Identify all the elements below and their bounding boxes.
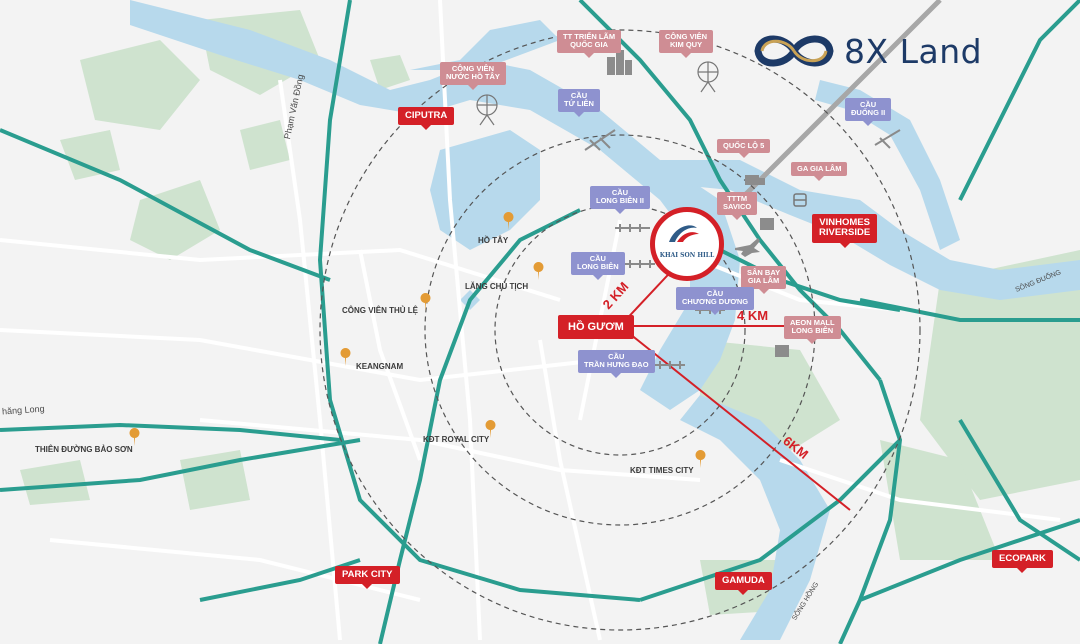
poi-pins (129, 212, 706, 468)
tag-cau-tu-lien: CẦU TỨ LIÊN (558, 89, 600, 116)
tag-cau-long-bien: CẦU LONG BIÊN (571, 252, 625, 279)
poi-ho-tay: HỒ TÂY (478, 236, 509, 245)
bridge-icons (584, 129, 901, 369)
project-marker: KHAI SON HILL (650, 207, 724, 281)
tag-cau-chuong-duong: CẦU CHƯƠNG DƯƠNG (676, 287, 755, 314)
infinity-logo-icon (754, 35, 834, 67)
tag-cau-long-bien-ii: CẦU LONG BIÊN II (590, 186, 650, 213)
tag-aeon-mall: AEON MALL LONG BIÊN (784, 316, 841, 343)
tag-tt-trien-lam: TT TRIỂN LÃM QUỐC GIA (557, 30, 622, 57)
project-name: KHAI SON HILL (659, 252, 715, 259)
tag-cv-kim-quy: CÔNG VIÊN KIM QUY (659, 30, 714, 57)
tag-tttm-savico: TTTM SAVICO (717, 192, 758, 219)
brand-name: 8X Land (844, 31, 983, 71)
ferris-wheel-icons (476, 61, 719, 126)
poi-thien-duong-bao-son: THIÊN ĐƯỜNG BẢO SƠN (35, 445, 133, 454)
brand-logo: 8X Land (752, 28, 982, 74)
tag-ciputra: CIPUTRA (398, 107, 455, 132)
wave-logo-icon (669, 225, 699, 242)
poi-royal-city: KĐT ROYAL CITY (423, 435, 490, 444)
tag-ga-gia-lam: GA GIA LÂM (791, 162, 848, 182)
minor-streets (0, 0, 1061, 641)
tag-cv-nuoc-ho-tay: CÔNG VIÊN NƯỚC HỒ TÂY (440, 62, 506, 89)
tag-quoc-lo-5: QUỐC LỘ 5 (717, 139, 771, 159)
tag-park-city: PARK CITY (335, 566, 400, 591)
center-hoguom-label: HỒ GƯƠM (558, 315, 634, 339)
poi-keangnam: KEANGNAM (356, 362, 404, 371)
tag-ecopark: ECOPARK (992, 550, 1053, 575)
railway (738, 0, 942, 202)
tag-san-bay-gia-lam: SÂN BAY GIA LÂM (741, 266, 787, 293)
tag-cau-duong-ii: CẦU ĐUỐNG II (845, 98, 892, 125)
bus-icon (793, 193, 807, 207)
poi-cv-thu-le: CÔNG VIÊN THỦ LỆ (342, 306, 419, 315)
tag-cau-tran-hung-dao: CẦU TRẦN HƯNG ĐẠO (578, 350, 655, 377)
tag-gamuda: GAMUDA (715, 572, 772, 597)
landmark-icons (607, 50, 789, 357)
poi-times-city: KĐT TIMES CITY (630, 466, 694, 475)
poi-lang-chu-tich: LĂNG CHỦ TỊCH (465, 282, 529, 291)
distance-4km: 4 KM (737, 308, 769, 323)
tag-vinhomes-riverside: VINHOMES RIVERSIDE (812, 214, 878, 248)
